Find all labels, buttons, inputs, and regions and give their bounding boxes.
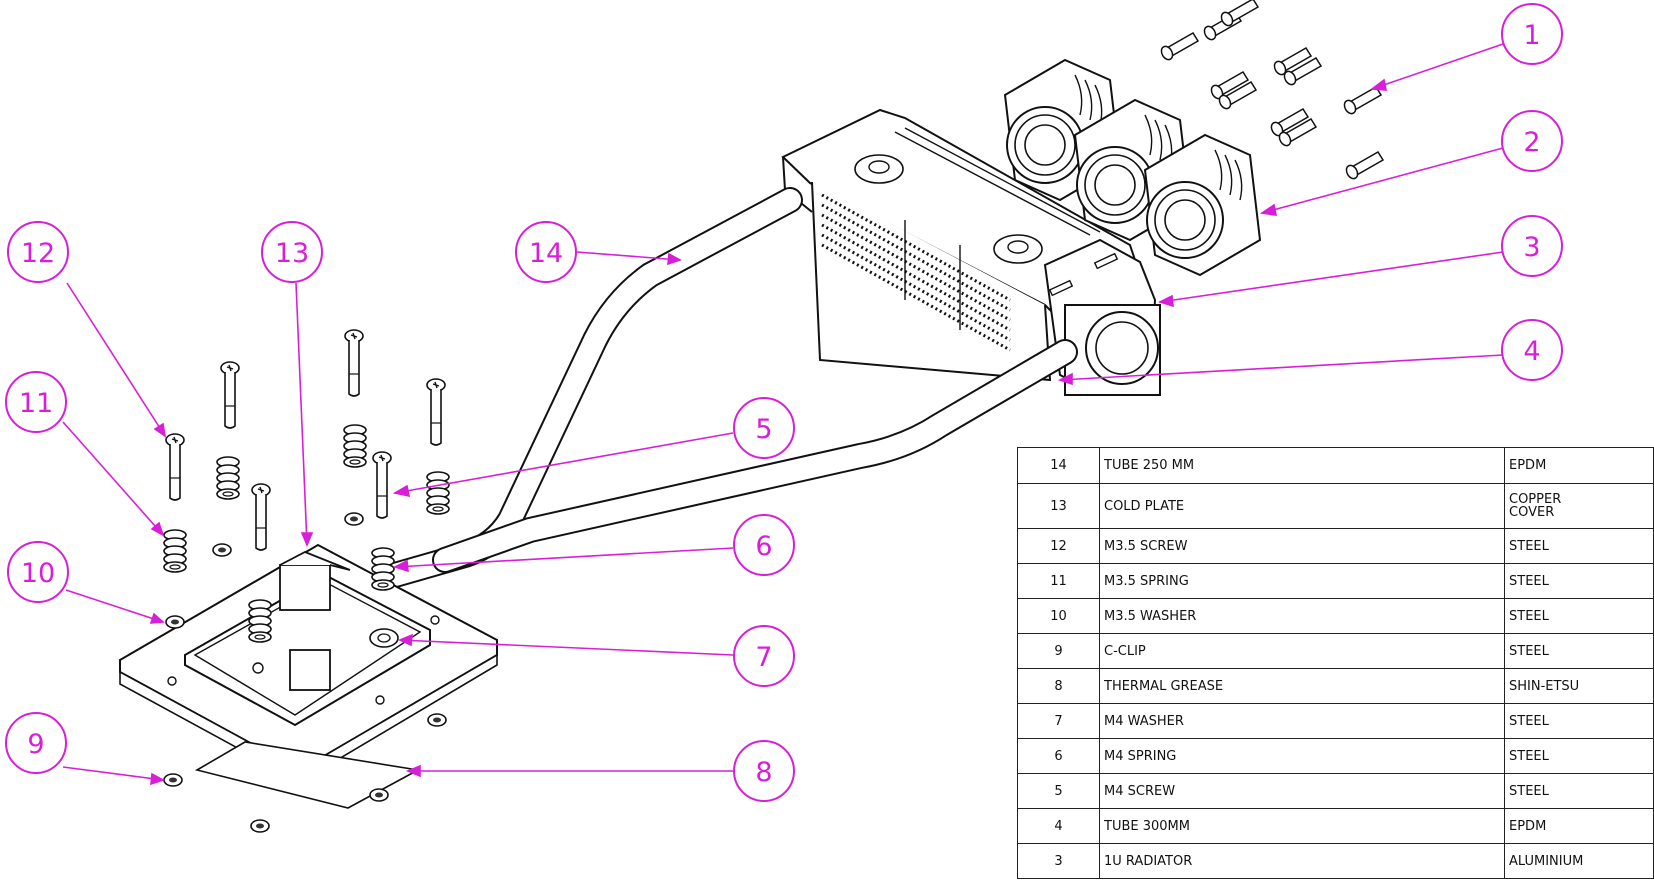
bom-item-no: 13 [1017,483,1100,529]
tubes [382,187,1078,588]
bom-row: 6 M4 SPRING STEEL [1017,738,1654,774]
bom-item-no: 6 [1017,738,1100,774]
bom-item-no: 10 [1017,598,1100,634]
bom-item-no: 12 [1017,528,1100,564]
balloon-7: 7 [733,625,795,687]
bom-row: 13 COLD PLATE COPPER COVER [1017,483,1654,529]
bom-item-no: 4 [1017,808,1100,844]
bom-row: 7 M4 WASHER STEEL [1017,703,1654,739]
bom-description: M3.5 WASHER [1099,598,1505,634]
bom-row: 5 M4 SCREW STEEL [1017,773,1654,809]
bom-material: STEEL [1504,528,1654,564]
bom-description: THERMAL GREASE [1099,668,1505,704]
bom-description: 1U RADIATOR [1099,843,1505,879]
balloon-9: 9 [5,712,67,774]
bom-description: C-CLIP [1099,633,1505,669]
balloon-label: 9 [27,729,44,760]
bom-material: EPDM [1504,808,1654,844]
balloon-label: 12 [21,238,55,269]
bom-material: EPDM [1504,447,1654,484]
bom-item-no: 5 [1017,773,1100,809]
balloon-label: 10 [21,558,55,589]
bom-item-no: 11 [1017,563,1100,599]
bom-description: TUBE 300MM [1099,808,1505,844]
bom-material: STEEL [1504,598,1654,634]
balloon-4: 4 [1501,319,1563,381]
balloon-12: 12 [7,221,69,283]
bill-of-materials: 14 TUBE 250 MM EPDM 13 COLD PLATE COPPER… [1017,447,1654,879]
bom-description: M3.5 SPRING [1099,563,1505,599]
bom-description: M3.5 SCREW [1099,528,1505,564]
bom-row: 9 C-CLIP STEEL [1017,633,1654,669]
balloon-10: 10 [7,541,69,603]
balloon-5: 5 [733,397,795,459]
cold-plate [119,543,498,784]
bom-row: 3 1U RADIATOR ALUMINIUM [1017,843,1654,879]
bom-material: ALUMINIUM [1504,843,1654,879]
balloon-1: 1 [1501,3,1563,65]
bom-description: TUBE 250 MM [1099,447,1505,484]
balloon-3: 3 [1501,215,1563,277]
balloon-11: 11 [5,371,67,433]
bom-item-no: 9 [1017,633,1100,669]
bom-row: 10 M3.5 WASHER STEEL [1017,598,1654,634]
bom-material: STEEL [1504,633,1654,669]
bom-description: M4 SCREW [1099,773,1505,809]
balloon-label: 13 [275,238,309,269]
balloon-label: 1 [1523,20,1540,51]
balloon-6: 6 [733,514,795,576]
balloon-label: 7 [755,642,772,673]
bom-item-no: 3 [1017,843,1100,879]
bom-row: 11 M3.5 SPRING STEEL [1017,563,1654,599]
bom-description: M4 SPRING [1099,738,1505,774]
leader-lines [62,43,1504,786]
bom-material: STEEL [1504,738,1654,774]
bom-material: SHIN-ETSU [1504,668,1654,704]
balloon-label: 11 [19,388,53,419]
balloon-label: 3 [1523,232,1540,263]
balloon-label: 4 [1523,336,1540,367]
bom-item-no: 7 [1017,703,1100,739]
balloon-14: 14 [515,221,577,283]
balloon-13: 13 [261,221,323,283]
bom-item-no: 14 [1017,447,1100,484]
radiator [781,108,1161,397]
balloon-label: 14 [529,238,563,269]
bom-material: STEEL [1504,773,1654,809]
balloon-label: 2 [1523,127,1540,158]
balloon-label: 8 [755,757,772,788]
balloon-2: 2 [1501,110,1563,172]
balloon-label: 5 [755,414,772,445]
bom-description: COLD PLATE [1099,483,1505,529]
bom-row: 14 TUBE 250 MM EPDM [1017,447,1654,484]
balloon-label: 6 [755,531,772,562]
bom-row: 12 M3.5 SCREW STEEL [1017,528,1654,564]
balloon-8: 8 [733,740,795,802]
bom-material: STEEL [1504,563,1654,599]
bom-item-no: 8 [1017,668,1100,704]
bom-row: 4 TUBE 300MM EPDM [1017,808,1654,844]
bom-material: COPPER COVER [1504,483,1654,529]
bom-description: M4 WASHER [1099,703,1505,739]
bom-row: 8 THERMAL GREASE SHIN-ETSU [1017,668,1654,704]
bom-material: STEEL [1504,703,1654,739]
